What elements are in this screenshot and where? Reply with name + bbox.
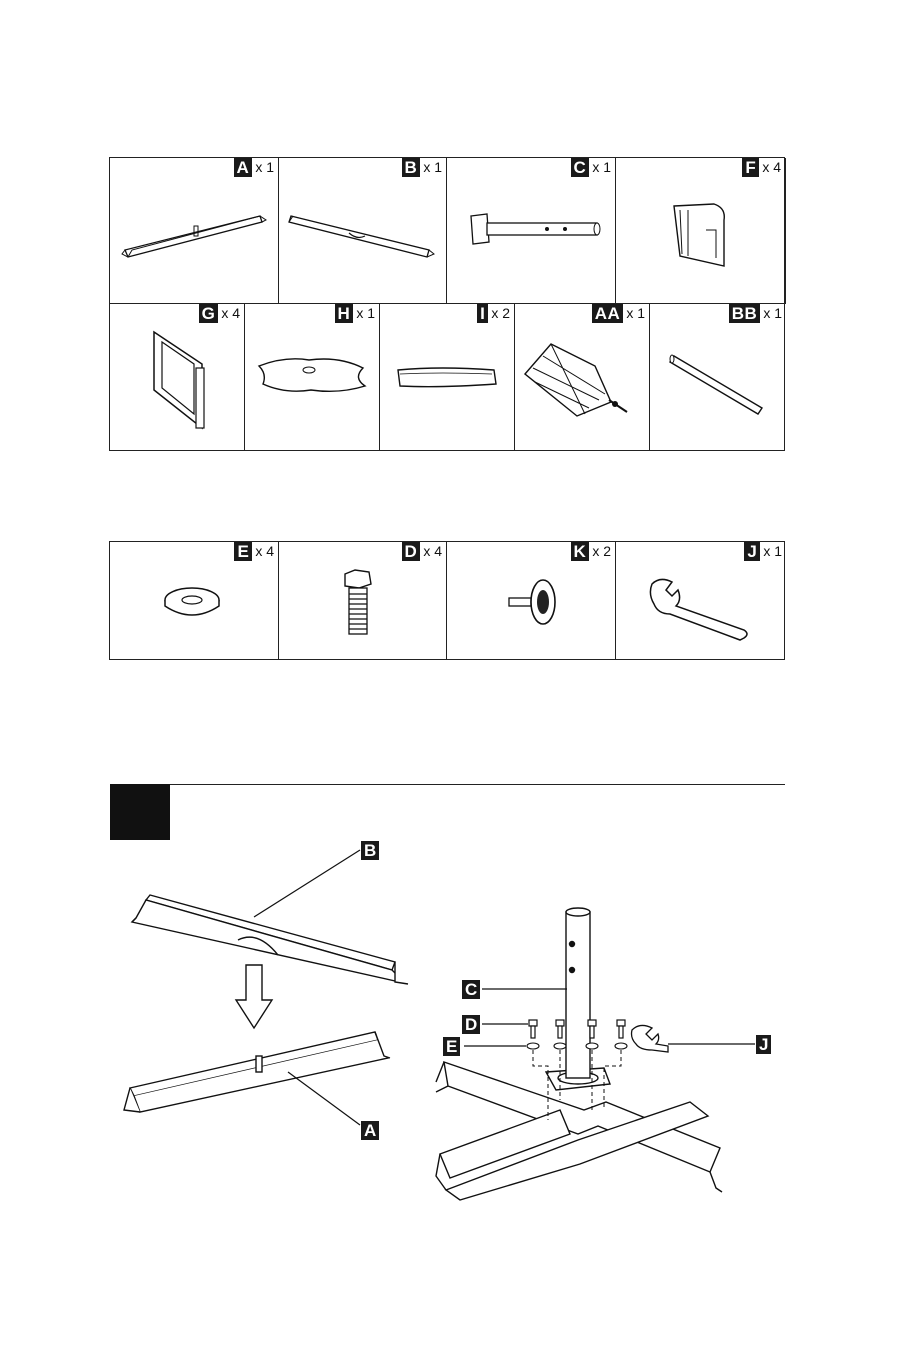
callout-j: J [756, 1035, 771, 1054]
callout-a: A [361, 1121, 379, 1140]
rail-b-drawing [132, 895, 408, 984]
leader-b [254, 850, 360, 917]
pole-c-drawing [546, 908, 610, 1090]
callout-e: E [443, 1037, 460, 1056]
callout-c: C [462, 980, 480, 999]
callout-d: D [462, 1015, 480, 1034]
down-arrow-icon [236, 965, 272, 1028]
wrench-j-drawing [632, 1025, 669, 1052]
rail-a-drawing [124, 1032, 390, 1112]
leader-a [288, 1072, 360, 1125]
callout-b: B [361, 841, 379, 860]
